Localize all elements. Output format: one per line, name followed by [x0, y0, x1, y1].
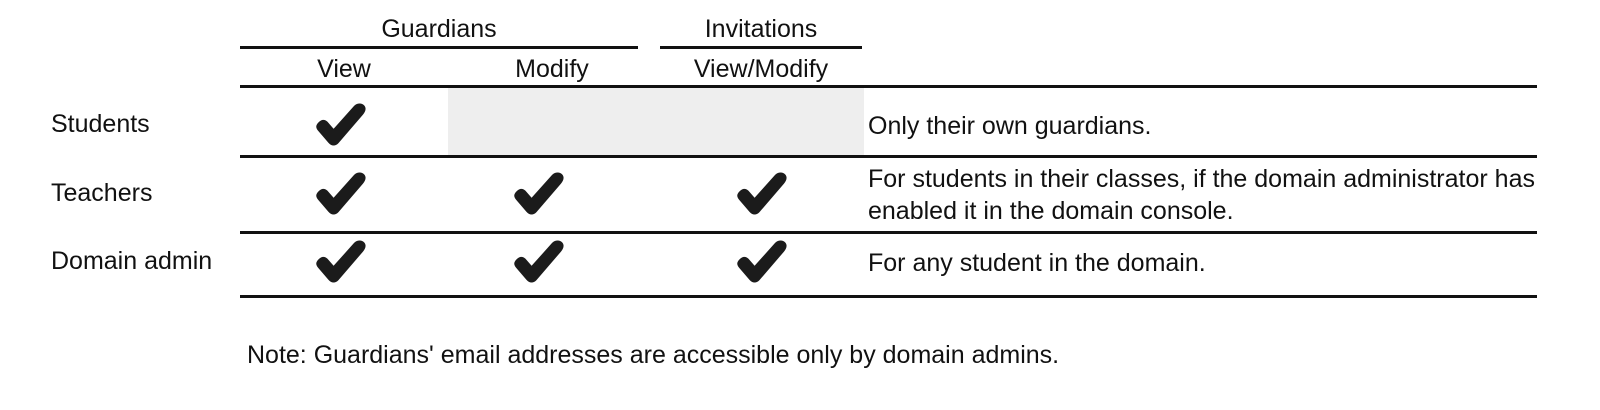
note-domain-admin: For any student in the domain. — [868, 249, 1206, 277]
row-label-students: Students — [51, 110, 150, 138]
group-header-rule-invitations — [660, 46, 862, 49]
table-rule-after-students — [240, 155, 1537, 158]
check-icon — [310, 102, 370, 146]
check-icon — [508, 171, 568, 215]
table-rule-bottom — [240, 295, 1537, 298]
check-icon — [310, 239, 370, 283]
group-header-rule-guardians — [240, 46, 638, 49]
shaded-cell-students-modify — [448, 88, 864, 155]
group-header-invitations: Invitations — [704, 15, 818, 43]
note-students: Only their own guardians. — [868, 112, 1152, 140]
row-label-domain-admin: Domain admin — [51, 247, 213, 275]
check-icon — [731, 171, 791, 215]
note-teachers: For students in their classes, if the do… — [868, 165, 1535, 225]
table-rule-after-teachers — [240, 231, 1537, 234]
check-icon — [731, 239, 791, 283]
group-header-guardians: Guardians — [381, 15, 497, 43]
check-icon — [310, 171, 370, 215]
table-footnote: Note: Guardians' email addresses are acc… — [247, 341, 1060, 369]
row-label-teachers: Teachers — [51, 179, 153, 207]
check-icon — [508, 239, 568, 283]
column-header-guardians-modify: Modify — [515, 55, 589, 83]
table-rule-header-bottom — [240, 85, 1537, 88]
column-header-invitations-viewmodify: View/Modify — [693, 55, 829, 83]
column-header-guardians-view: View — [317, 55, 371, 83]
